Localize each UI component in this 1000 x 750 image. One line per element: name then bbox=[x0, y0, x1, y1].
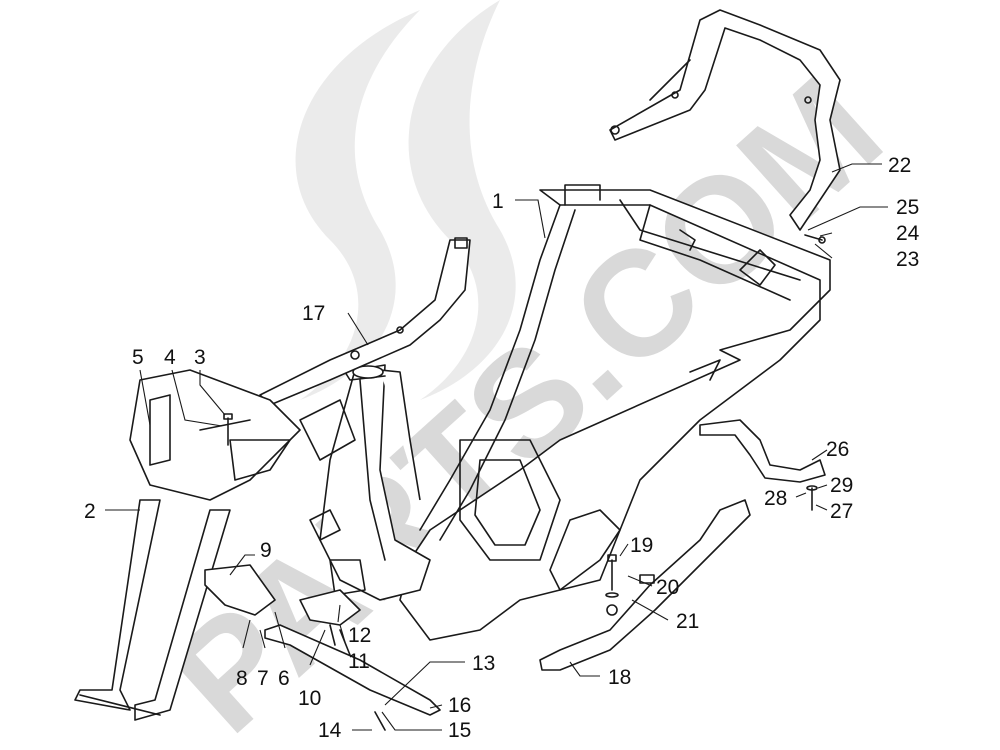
swirl-logo-icon bbox=[295, 0, 516, 400]
callout-10: 10 bbox=[298, 687, 321, 710]
bolt-icon bbox=[804, 234, 826, 244]
bracket-18 bbox=[539, 499, 751, 671]
watermark: PARTS.COM bbox=[139, 0, 912, 750]
bracket-26 bbox=[699, 419, 826, 483]
callout-1: 1 bbox=[492, 190, 504, 213]
washer-icon bbox=[605, 592, 619, 598]
callout-14: 14 bbox=[318, 719, 342, 742]
bolt-icon bbox=[806, 485, 818, 511]
callout-11: 11 bbox=[348, 650, 370, 673]
callout-16: 16 bbox=[448, 694, 471, 717]
callout-3: 3 bbox=[194, 346, 206, 369]
callout-24: 24 bbox=[896, 222, 920, 245]
front-panel-5 bbox=[129, 369, 301, 501]
bolt-icon bbox=[339, 629, 351, 656]
callout-18: 18 bbox=[608, 666, 631, 689]
callout-12: 12 bbox=[348, 624, 371, 647]
bolt-icon bbox=[374, 711, 386, 731]
callout-7: 7 bbox=[257, 667, 269, 690]
callouts: 1 2 3 4 5 6 7 8 9 10 11 12 13 14 15 16 1… bbox=[84, 154, 920, 742]
callout-13: 13 bbox=[472, 652, 495, 675]
main-frame bbox=[399, 184, 831, 641]
callout-9: 9 bbox=[260, 539, 272, 562]
callout-15: 15 bbox=[448, 719, 471, 742]
callout-8: 8 bbox=[236, 667, 248, 690]
callout-28: 28 bbox=[764, 487, 787, 510]
callout-2: 2 bbox=[84, 500, 96, 523]
bolt-icon bbox=[607, 554, 617, 591]
callout-5: 5 bbox=[132, 346, 144, 369]
callout-25: 25 bbox=[896, 196, 919, 219]
bracket-10-12 bbox=[299, 589, 361, 646]
front-stay-2 bbox=[74, 499, 231, 721]
steering-head bbox=[299, 364, 431, 601]
bolt-icon bbox=[223, 413, 233, 446]
callout-19: 19 bbox=[630, 534, 653, 557]
bracket-17 bbox=[259, 237, 471, 406]
leader-lines bbox=[105, 163, 888, 731]
rear-rack-22 bbox=[609, 9, 841, 231]
callout-4: 4 bbox=[164, 346, 176, 369]
bracket-9 bbox=[204, 564, 276, 616]
callout-26: 26 bbox=[826, 438, 849, 461]
callout-29: 29 bbox=[830, 474, 853, 497]
callout-6: 6 bbox=[278, 667, 290, 690]
callout-20: 20 bbox=[656, 576, 679, 599]
callout-21: 21 bbox=[676, 610, 699, 633]
callout-27: 27 bbox=[830, 500, 853, 523]
callout-23: 23 bbox=[896, 248, 919, 271]
fasteners bbox=[223, 234, 826, 731]
callout-22: 22 bbox=[888, 154, 911, 177]
callout-17: 17 bbox=[302, 302, 325, 325]
